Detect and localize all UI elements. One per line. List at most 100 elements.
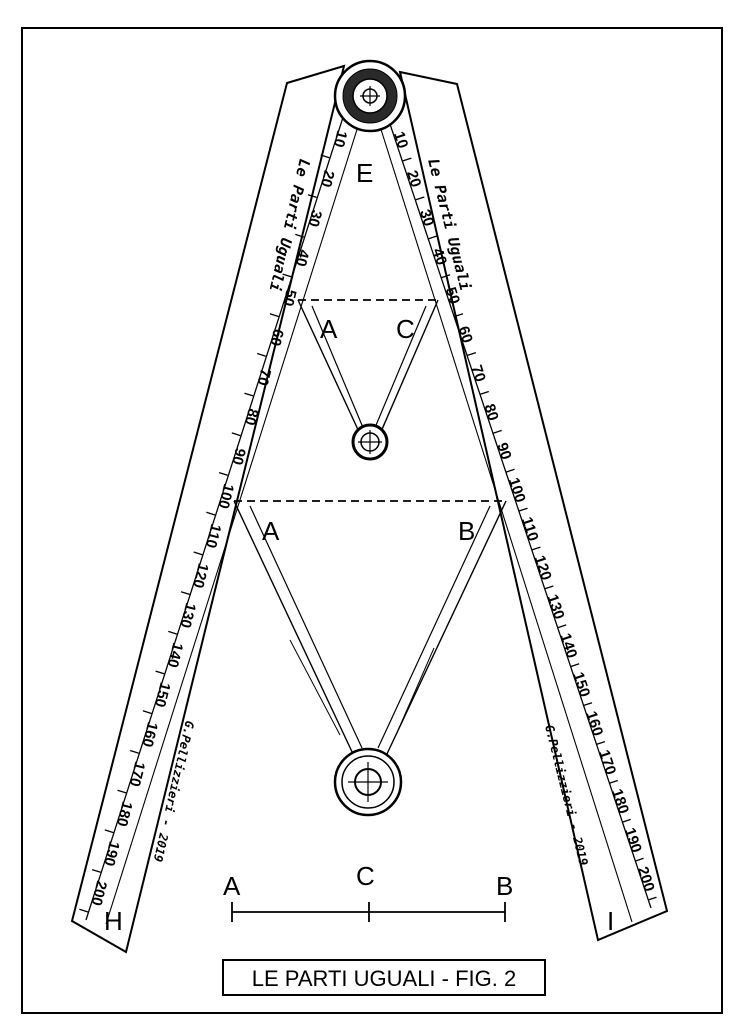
right-scale-tick-17 xyxy=(609,779,619,784)
segment-label-a: A xyxy=(223,871,241,901)
left-scale-mark-4: 40 xyxy=(292,248,313,268)
right-scale-mark-13: 130 xyxy=(544,592,568,621)
left-scale-tick-6 xyxy=(257,352,266,357)
caption-box xyxy=(222,959,546,996)
right-scale-mark-5: 50 xyxy=(442,285,463,306)
left-scale-mark-10: 100 xyxy=(214,482,237,510)
right-scale-tick-13 xyxy=(557,624,567,629)
lower-compass-label-right: B xyxy=(458,516,475,546)
right-scale-tick-5 xyxy=(454,313,464,318)
right-scale-mark-4: 40 xyxy=(429,246,450,267)
right-scale-mark-3: 30 xyxy=(416,207,437,228)
left-scale-tick-19 xyxy=(91,868,101,873)
end-label-right: I xyxy=(607,906,614,936)
upper-compass-label-left: A xyxy=(320,314,338,344)
reference-segment xyxy=(231,902,506,922)
right-scale-marks: 10 20 30 40 50 60 70 80 90 100 110 120 130 140 150 160 1… xyxy=(390,129,658,901)
left-scale-mark-12: 120 xyxy=(189,561,212,589)
right-scale-tick-11 xyxy=(531,546,541,551)
left-scale-mark-9: 90 xyxy=(228,446,249,466)
right-scale-mark-1: 10 xyxy=(390,129,411,150)
right-scale-tick-18 xyxy=(621,818,631,823)
left-scale-mark-19: 190 xyxy=(100,839,123,867)
right-scale-mark-7: 70 xyxy=(468,363,489,384)
right-scale-mark-12: 120 xyxy=(531,553,555,582)
right-scale-mark-6: 60 xyxy=(455,324,476,345)
right-scale-mark-14: 140 xyxy=(556,631,580,660)
right-scale-mark-10: 100 xyxy=(505,476,529,505)
left-scale-tick-10 xyxy=(206,511,216,516)
lower-compass xyxy=(233,500,507,817)
right-scale-mark-15: 150 xyxy=(569,670,593,699)
left-scale-tick-13 xyxy=(168,630,178,635)
figure-caption: LE PARTI UGUALI - FIG. 2 xyxy=(252,966,516,991)
right-scale-mark-20: 200 xyxy=(634,865,658,894)
right-ruler-scale-line xyxy=(385,111,652,909)
left-scale-tick-18 xyxy=(104,829,114,834)
right-scale-tick-12 xyxy=(544,585,554,590)
right-scale-mark-19: 190 xyxy=(621,826,645,855)
right-scale-tick-19 xyxy=(634,857,644,862)
left-scale-tick-12 xyxy=(180,591,190,596)
left-scale-tick-8 xyxy=(231,432,241,437)
left-scale-tick-4 xyxy=(282,273,292,278)
left-scale-mark-11: 110 xyxy=(202,522,224,550)
page-frame xyxy=(21,27,723,1014)
right-scale-mark-16: 160 xyxy=(582,709,606,738)
right-scale-tick-8 xyxy=(492,429,502,434)
left-scale-tick-15 xyxy=(142,710,152,715)
left-ruler-scale-line xyxy=(85,107,347,921)
left-scale-tick-7 xyxy=(244,392,254,397)
right-scale-tick-15 xyxy=(583,702,593,707)
left-scale-mark-20: 200 xyxy=(87,879,110,907)
hinge-label: E xyxy=(356,158,373,188)
left-inner-edge xyxy=(105,119,361,925)
right-scale-tick-9 xyxy=(505,468,515,473)
right-scale-tick-16 xyxy=(596,740,606,746)
left-scale-mark-14: 140 xyxy=(164,641,187,669)
left-scale-mark-13: 130 xyxy=(176,601,199,629)
hinge-rosette xyxy=(333,59,407,133)
left-scale-mark-7: 70 xyxy=(254,367,275,387)
left-scale-tick-16 xyxy=(130,749,139,754)
right-ruler-arm xyxy=(398,70,669,942)
right-scale-mark-9: 90 xyxy=(493,441,514,462)
left-scale-mark-15: 150 xyxy=(151,680,174,708)
right-inner-edge xyxy=(377,119,633,923)
upper-compass-label-right: C xyxy=(396,314,415,344)
left-scale-marks: 1020304050607080901001101201301401501601… xyxy=(79,129,351,913)
right-scale-tick-4 xyxy=(441,274,451,279)
left-scale-mark-5: 50 xyxy=(279,288,300,308)
left-scale-tick-5 xyxy=(269,313,279,318)
left-scale-mark-6: 60 xyxy=(266,327,287,347)
left-scale-mark-18: 180 xyxy=(113,800,136,828)
left-scale-mark-16: 160 xyxy=(138,720,161,748)
left-scale-tick-9 xyxy=(218,471,228,476)
left-scale-tick-3 xyxy=(295,233,305,238)
right-scale-tick-3 xyxy=(428,235,438,240)
right-scale-mark-11: 110 xyxy=(518,515,542,543)
left-scale-tick-14 xyxy=(155,670,165,675)
left-scale-mark-1: 10 xyxy=(330,129,351,149)
left-scale-tick-20 xyxy=(79,908,89,913)
right-scale-mark-8: 80 xyxy=(480,402,501,423)
right-scale-mark-2: 20 xyxy=(403,168,424,189)
right-scale-tick-2 xyxy=(415,196,425,201)
right-scale-tick-1 xyxy=(402,157,412,162)
right-scale-tick-7 xyxy=(480,390,490,395)
right-scale-tick-14 xyxy=(570,663,580,668)
right-scale-tick-6 xyxy=(467,351,477,357)
right-scale-tick-10 xyxy=(518,507,528,512)
left-scale-tick-1 xyxy=(320,154,330,159)
left-scale-tick-17 xyxy=(117,789,127,794)
left-ruler-arm xyxy=(70,64,346,954)
left-scale-mark-3: 30 xyxy=(304,208,325,228)
end-label-left: H xyxy=(104,906,123,936)
left-scale-tick-11 xyxy=(193,551,203,556)
right-scale-mark-18: 180 xyxy=(608,787,632,816)
right-scale-tick-20 xyxy=(647,896,657,901)
segment-label-c: C xyxy=(356,861,375,891)
left-scale-tick-2 xyxy=(307,194,317,199)
upper-compass xyxy=(297,299,439,461)
